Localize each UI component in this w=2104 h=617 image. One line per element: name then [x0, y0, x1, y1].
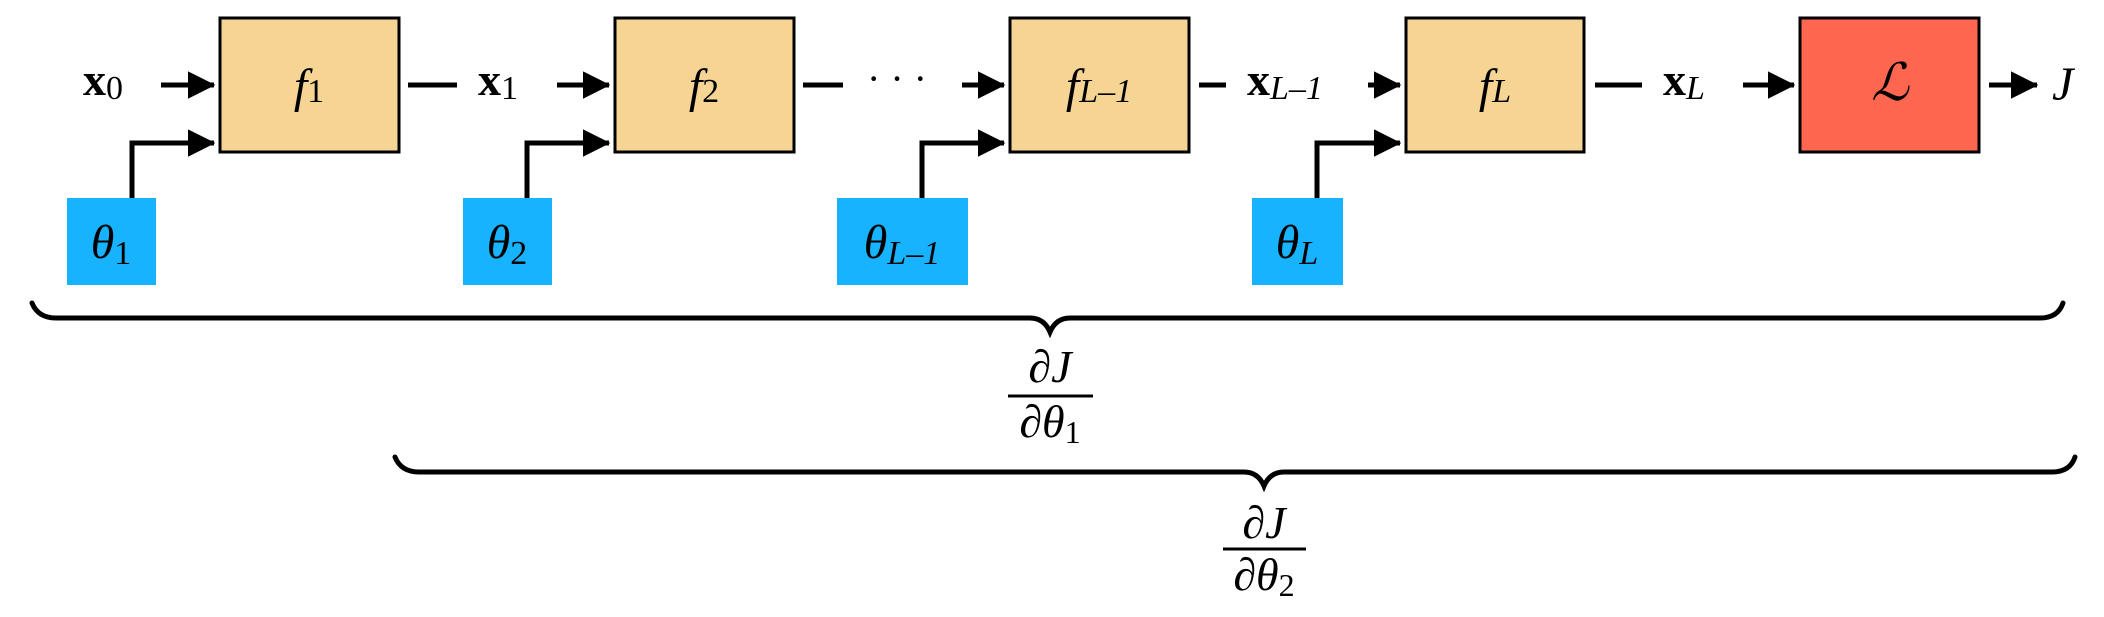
label-fL: fL: [1479, 60, 1511, 113]
arrow-theta2-to-f2: [524, 129, 611, 198]
parameter-box-theta1: [67, 198, 156, 285]
arrow-thetaL-to-fL: [1314, 129, 1402, 198]
label-xL: xL: [1663, 54, 1705, 107]
parameter-box-theta2: [463, 198, 552, 285]
function-box-fL-1: [1008, 16, 1191, 154]
label-x1: x1: [478, 54, 518, 107]
parameter-box-thetaL: [1252, 198, 1343, 285]
function-box-f1: [218, 16, 401, 154]
label-J: J: [2052, 58, 2076, 111]
function-box-f2: [613, 16, 796, 154]
parameter-box-thetaL-1: [837, 198, 968, 285]
label-fL-1: fL–1: [1066, 60, 1132, 113]
label-f1: f1: [294, 60, 324, 113]
label-loss: ℒ: [1871, 55, 1910, 112]
function-box-fL: [1404, 16, 1586, 154]
fraction-theta2-numerator: ∂J: [1242, 497, 1288, 548]
label-x0: x0: [83, 54, 123, 107]
fraction-theta2-denominator: ∂θ2: [1233, 549, 1294, 603]
ellipsis: · · ·: [867, 56, 927, 101]
brace-theta2: [392, 454, 2078, 493]
loss-box: [1798, 16, 1981, 154]
brace-theta1: [29, 300, 2066, 339]
label-thetaL-1: θL–1: [864, 216, 941, 272]
label-thetaL: θL: [1276, 216, 1319, 272]
arrow-theta1-to-f1: [129, 129, 216, 198]
fraction-theta1-numerator: ∂J: [1028, 341, 1074, 392]
label-f2: f2: [689, 60, 719, 113]
fraction-theta1-denominator: ∂θ1: [1019, 396, 1080, 450]
arrow-thetaL-1-to-fL-1: [919, 129, 1006, 198]
label-theta1: θ1: [91, 216, 132, 272]
label-theta2: θ2: [487, 216, 528, 272]
label-xL-1: xL–1: [1247, 54, 1323, 107]
